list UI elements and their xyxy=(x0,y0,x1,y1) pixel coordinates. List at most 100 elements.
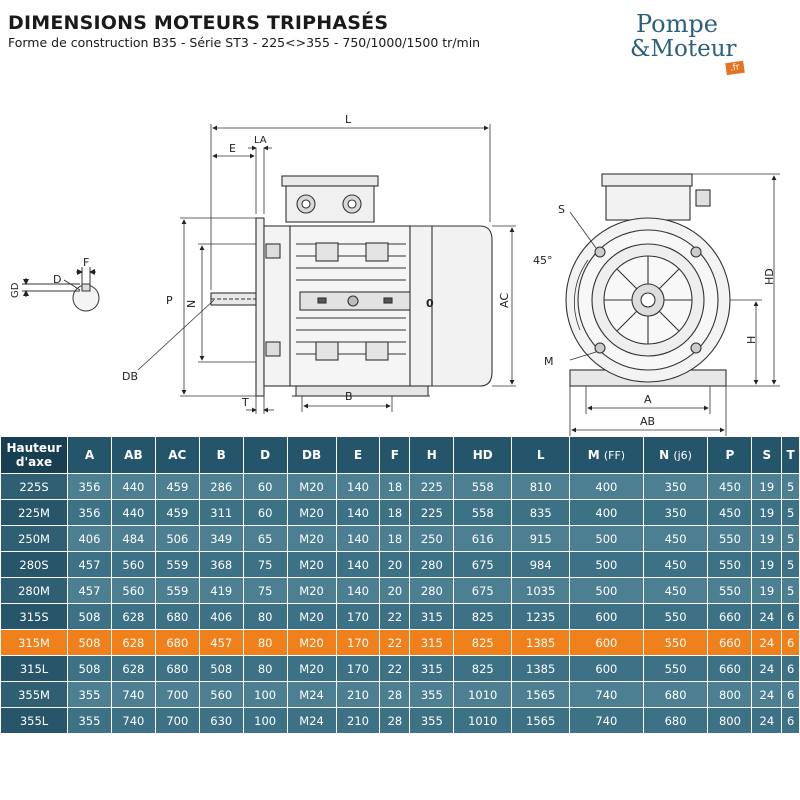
table-cell: 65 xyxy=(242,525,288,552)
table-cell: 450 xyxy=(642,525,709,552)
table-cell: 140 xyxy=(335,473,381,500)
column-header: N (j6) xyxy=(642,436,709,474)
table-cell: 508 xyxy=(67,655,112,682)
table-cell: 400 xyxy=(569,473,644,500)
header: DIMENSIONS MOTEURS TRIPHASÉS Forme de co… xyxy=(8,12,480,50)
table-cell: 740 xyxy=(110,681,156,708)
column-header: M (FF) xyxy=(569,436,644,474)
table-cell: 550 xyxy=(707,525,753,552)
label-gd: GD xyxy=(10,282,21,298)
table-cell: 810 xyxy=(511,473,571,500)
table-cell: 459 xyxy=(154,499,200,526)
table-cell: 1385 xyxy=(511,629,571,656)
table-cell: 280 xyxy=(409,551,455,578)
row-frame-size: 225M xyxy=(0,499,68,526)
table-cell: 28 xyxy=(379,681,411,708)
table-cell: 559 xyxy=(154,551,200,578)
label-d: D xyxy=(53,273,61,286)
page-title: DIMENSIONS MOTEURS TRIPHASÉS xyxy=(8,12,389,34)
table-cell: 170 xyxy=(335,629,381,656)
table-cell: 140 xyxy=(335,525,381,552)
table-cell: 5 xyxy=(781,499,800,526)
table-cell: 20 xyxy=(379,551,411,578)
table-cell: 170 xyxy=(335,655,381,682)
table-cell: 19 xyxy=(751,499,783,526)
table-cell: 286 xyxy=(198,473,244,500)
table-cell: 356 xyxy=(67,473,112,500)
column-label: N xyxy=(659,448,670,462)
column-label: A xyxy=(84,448,95,462)
table-cell: M20 xyxy=(286,473,337,500)
table-cell: 19 xyxy=(751,473,783,500)
table-cell: 100 xyxy=(242,681,288,708)
table-cell: 100 xyxy=(242,707,288,734)
table-cell: 19 xyxy=(751,525,783,552)
table-cell: 680 xyxy=(642,681,709,708)
table-cell: 558 xyxy=(453,473,513,500)
table-cell: 825 xyxy=(453,603,513,630)
column-label: HD xyxy=(472,448,493,462)
table-cell: 400 xyxy=(569,499,644,526)
table-cell: M20 xyxy=(286,551,337,578)
table-header-row: Hauteur d'axe A AB AC B D DB E F H HD L … xyxy=(0,436,800,474)
table-cell: 5 xyxy=(781,525,800,552)
table-cell: 368 xyxy=(198,551,244,578)
column-header: E xyxy=(335,436,381,474)
column-header: HD xyxy=(453,436,513,474)
table-cell: 406 xyxy=(198,603,244,630)
label-a: A xyxy=(644,393,652,406)
label-b: B xyxy=(345,390,353,403)
table-cell: 140 xyxy=(335,499,381,526)
table-cell: 560 xyxy=(198,681,244,708)
table-cell: 600 xyxy=(569,603,644,630)
table-cell: 457 xyxy=(198,629,244,656)
label-e: E xyxy=(229,142,236,155)
table-cell: 680 xyxy=(154,603,200,630)
table-cell: 630 xyxy=(198,707,244,734)
table-cell: 18 xyxy=(379,473,411,500)
table-cell: 350 xyxy=(642,499,709,526)
table-cell: 500 xyxy=(569,577,644,604)
table-cell: 28 xyxy=(379,707,411,734)
table-cell: 210 xyxy=(335,707,381,734)
logo-badge: .fr xyxy=(725,60,745,76)
table-cell: 24 xyxy=(751,655,783,682)
table-cell: 24 xyxy=(751,603,783,630)
table-cell: 140 xyxy=(335,551,381,578)
table-cell: 6 xyxy=(781,629,800,656)
motor-side-view xyxy=(210,175,493,397)
column-label: D xyxy=(260,448,271,462)
column-label: M xyxy=(587,448,600,462)
column-header: A xyxy=(67,436,112,474)
row-frame-size: 280M xyxy=(0,577,68,604)
row-frame-size: 315S xyxy=(0,603,68,630)
column-header: L xyxy=(511,436,571,474)
table-cell: 680 xyxy=(642,707,709,734)
table-cell: 984 xyxy=(511,551,571,578)
label-f: F xyxy=(83,256,89,269)
table-cell: M20 xyxy=(286,577,337,604)
column-header: F xyxy=(379,436,411,474)
table-cell: M20 xyxy=(286,499,337,526)
row-frame-size: 280S xyxy=(0,551,68,578)
table-cell: 355 xyxy=(409,707,455,734)
table-cell: 457 xyxy=(67,551,112,578)
label-angle: 45° xyxy=(533,254,553,267)
table-cell: 550 xyxy=(642,629,709,656)
column-note: (j6) xyxy=(673,449,692,462)
label-s: S xyxy=(558,203,565,216)
shaft-key-detail xyxy=(22,267,100,312)
table-cell: 558 xyxy=(453,499,513,526)
brand-logo[interactable]: Pompe &Moteur .fr xyxy=(628,10,778,90)
table-cell: 315 xyxy=(409,655,455,682)
label-h: H xyxy=(745,336,758,344)
table-cell: 459 xyxy=(154,473,200,500)
label-o: 0 xyxy=(426,297,434,310)
table-cell: 680 xyxy=(154,629,200,656)
table-cell: 600 xyxy=(569,655,644,682)
table-cell: 311 xyxy=(198,499,244,526)
table-cell: 6 xyxy=(781,707,800,734)
